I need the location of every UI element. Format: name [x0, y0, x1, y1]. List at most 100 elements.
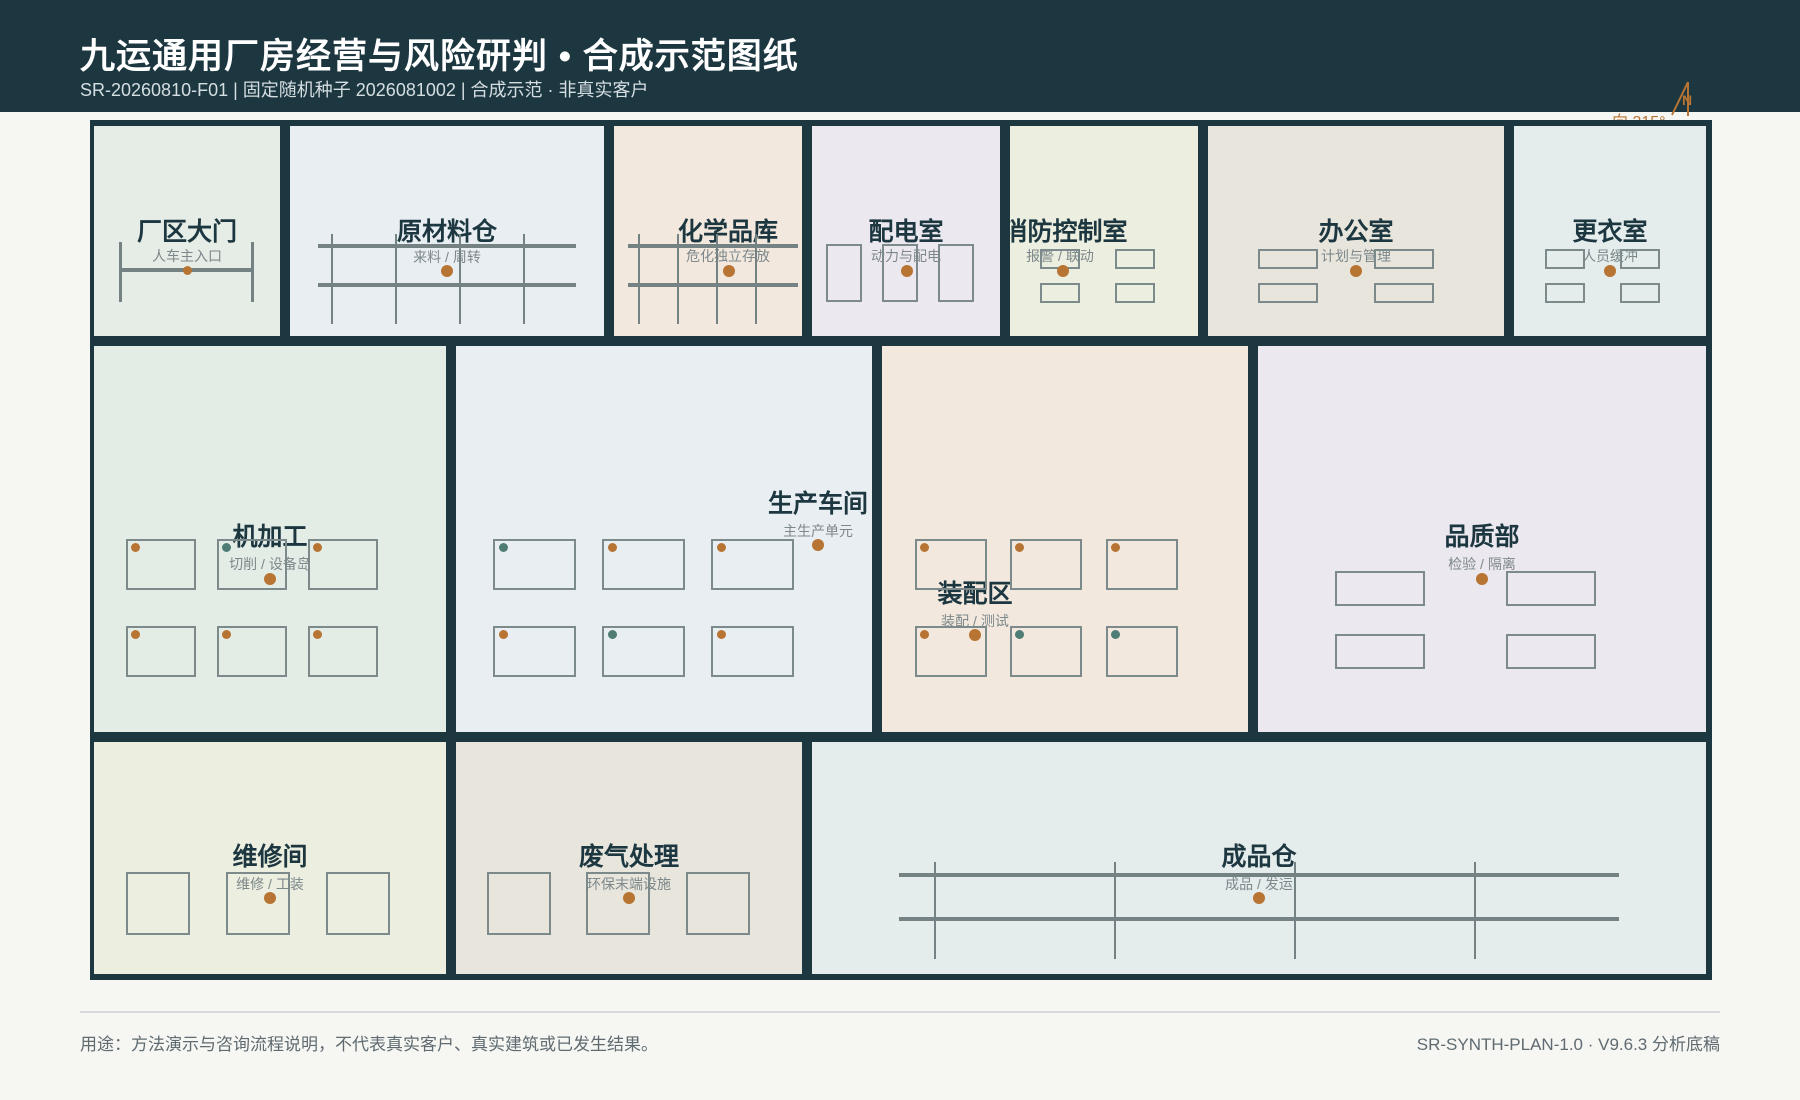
desk [1374, 249, 1434, 269]
status-dot [131, 630, 140, 639]
machine [217, 626, 287, 677]
room-name: 化学品库 [677, 218, 779, 246]
rack-post [1114, 862, 1116, 959]
gate-post [119, 242, 122, 302]
inspection-bench [1335, 571, 1425, 606]
status-dot [131, 543, 140, 552]
treatment-unit [686, 872, 750, 935]
rack [899, 873, 1619, 877]
room-fire-control[interactable]: 消防控制室 报警 / 联动 [1002, 126, 1198, 336]
status-dot [608, 630, 617, 639]
room-name: 原材料仓 [396, 218, 498, 246]
locker-unit [1620, 283, 1660, 303]
room-name: 成品仓 [1221, 843, 1297, 871]
status-dot [920, 543, 929, 552]
machine [308, 539, 378, 590]
room-power[interactable]: 配电室 动力与配电 [812, 126, 1000, 336]
footer-purpose: 用途：方法演示与咨询流程说明，不代表真实客户、真实建筑或已发生结果。 [80, 1035, 658, 1054]
room-name: 消防控制室 [1002, 218, 1128, 246]
room-sub: 维修 / 工装 [236, 876, 304, 892]
desk [1374, 283, 1434, 303]
treatment-unit [586, 872, 650, 935]
cabinet [826, 244, 862, 302]
room-name: 办公室 [1318, 218, 1394, 246]
room-marker [1057, 265, 1069, 277]
room-sub: 动力与配电 [871, 248, 941, 264]
room-marker [183, 266, 192, 275]
rack-post [934, 862, 936, 959]
machine [126, 626, 196, 677]
room-marker [1604, 265, 1616, 277]
room-raw-material[interactable]: 原材料仓 来料 / 周转 [290, 126, 604, 336]
room-name: 更衣室 [1572, 218, 1648, 246]
room-marker [441, 265, 453, 277]
locker-unit [1545, 249, 1585, 269]
machine [602, 539, 685, 590]
machine [711, 626, 794, 677]
room-sub: 人员缓冲 [1582, 248, 1638, 264]
room-workshop[interactable]: 生产车间 主生产单元 [456, 346, 872, 732]
room-name: 装配区 [937, 580, 1013, 608]
room-sub: 装配 / 测试 [941, 613, 1009, 629]
tool-station [126, 872, 190, 935]
footer-version: SR-SYNTH-PLAN-1.0 · V9.6.3 分析底稿 [1416, 1035, 1720, 1054]
room-marker [1350, 265, 1362, 277]
status-dot [608, 543, 617, 552]
room-name: 品质部 [1444, 523, 1520, 551]
status-dot [717, 630, 726, 639]
room-machining[interactable]: 机加工 切削 / 设备岛 [94, 346, 446, 732]
room-locker[interactable]: 更衣室 人员缓冲 [1514, 126, 1706, 336]
status-dot [499, 630, 508, 639]
gate-post [251, 242, 254, 302]
room-name: 配电室 [868, 218, 944, 246]
room-name: 维修间 [232, 843, 308, 871]
status-dot [1111, 543, 1120, 552]
status-dot [222, 630, 231, 639]
status-dot [222, 543, 231, 552]
room-marker [264, 573, 276, 585]
rack-post [331, 234, 333, 324]
workstation [1010, 539, 1082, 590]
room-gate[interactable]: 厂区大门 人车主入口 [94, 126, 280, 336]
rack [628, 244, 798, 248]
floor-plan: 厂区大门 人车主入口 原材料仓 来料 / 周转 化学品库 危化独立存放 配电室 … [90, 120, 1712, 980]
room-sub: 人车主入口 [152, 248, 222, 264]
room-assembly[interactable]: 装配区 装配 / 测试 [882, 346, 1248, 732]
status-dot [1111, 630, 1120, 639]
machine [493, 539, 576, 590]
workstation [1010, 626, 1082, 677]
room-exhaust[interactable]: 废气处理 环保末端设施 [456, 742, 802, 974]
rack-post [716, 234, 718, 324]
room-finished-goods[interactable]: 成品仓 成品 / 发运 [812, 742, 1706, 974]
footer-divider [80, 1011, 1720, 1013]
console [1115, 249, 1155, 269]
desk [1258, 283, 1318, 303]
inspection-bench [1506, 571, 1596, 606]
room-sub: 环保末端设施 [587, 876, 671, 892]
status-dot [1015, 543, 1024, 552]
room-sub: 切削 / 设备岛 [229, 556, 311, 572]
machine [493, 626, 576, 677]
page-subtitle: SR-20260810-F01 | 固定随机种子 2026081002 | 合成… [80, 80, 649, 100]
workstation [915, 539, 987, 590]
rack [318, 283, 576, 287]
room-repair[interactable]: 维修间 维修 / 工装 [94, 742, 446, 974]
rack-post [1294, 862, 1296, 959]
workstation [1106, 539, 1178, 590]
page-title: 九运通用厂房经营与风险研判 • 合成示范图纸 [80, 37, 799, 76]
workstation [1106, 626, 1178, 677]
room-office[interactable]: 办公室 计划与管理 [1208, 126, 1504, 336]
header-bar: 九运通用厂房经营与风险研判 • 合成示范图纸 SR-20260810-F01 |… [0, 0, 1800, 112]
treatment-unit [487, 872, 551, 935]
console [1115, 283, 1155, 303]
machine [711, 539, 794, 590]
room-marker [264, 892, 276, 904]
status-dot [313, 543, 322, 552]
room-quality[interactable]: 品质部 检验 / 隔离 [1258, 346, 1706, 732]
room-marker [623, 892, 635, 904]
room-chemical-store[interactable]: 化学品库 危化独立存放 [614, 126, 802, 336]
rack-post [1474, 862, 1476, 959]
rack-post [395, 234, 397, 324]
room-sub: 计划与管理 [1321, 248, 1391, 264]
machine [308, 626, 378, 677]
